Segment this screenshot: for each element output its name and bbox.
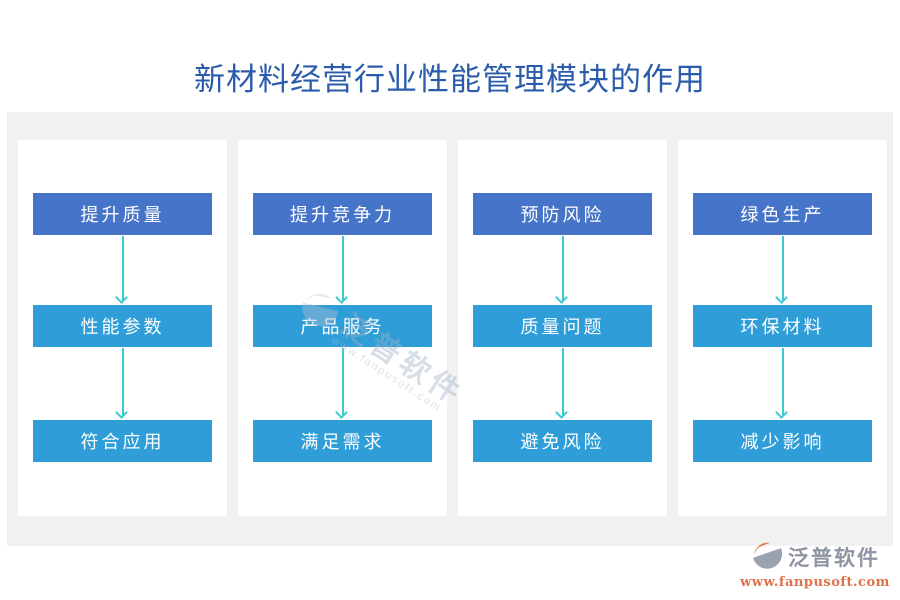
down-arrow-icon: [774, 348, 791, 419]
flow-step: 提升质量: [33, 193, 212, 235]
footer-website: www.fanpusoft.com: [740, 575, 890, 590]
down-arrow-icon: [774, 236, 791, 304]
flow-step: 提升竞争力: [253, 193, 432, 235]
down-arrow-icon: [554, 348, 571, 419]
flow-card-risk: 预防风险 质量问题 避免风险: [458, 140, 667, 516]
down-arrow-icon: [554, 236, 571, 304]
down-arrow-icon: [334, 348, 351, 419]
flow-step: 避免风险: [473, 420, 652, 462]
flow-step: 质量问题: [473, 305, 652, 347]
down-arrow-icon: [114, 236, 131, 304]
flow-step: 预防风险: [473, 193, 652, 235]
page-title: 新材料经营行业性能管理模块的作用: [194, 62, 706, 98]
flow-step: 产品服务: [253, 305, 432, 347]
flow-step: 环保材料: [693, 305, 872, 347]
flow-step: 符合应用: [33, 420, 212, 462]
flow-step: 绿色生产: [693, 193, 872, 235]
flow-step: 满足需求: [253, 420, 432, 462]
footer-brand: 泛普软件 www.fanpusoft.com: [740, 540, 890, 590]
flow-card-green: 绿色生产 环保材料 减少影响: [678, 140, 887, 516]
flow-columns: 提升质量 性能参数 符合应用 提升竞争力 产品服务 满足需求 预防风险 质量问题…: [18, 140, 887, 516]
fanpu-logo-icon: [753, 542, 783, 569]
down-arrow-icon: [114, 348, 131, 419]
flow-step: 减少影响: [693, 420, 872, 462]
flow-card-competitiveness: 提升竞争力 产品服务 满足需求: [238, 140, 447, 516]
footer-brand-name: 泛普软件: [788, 545, 880, 570]
flow-step: 性能参数: [33, 305, 212, 347]
down-arrow-icon: [334, 236, 351, 304]
flow-card-quality: 提升质量 性能参数 符合应用: [18, 140, 227, 516]
